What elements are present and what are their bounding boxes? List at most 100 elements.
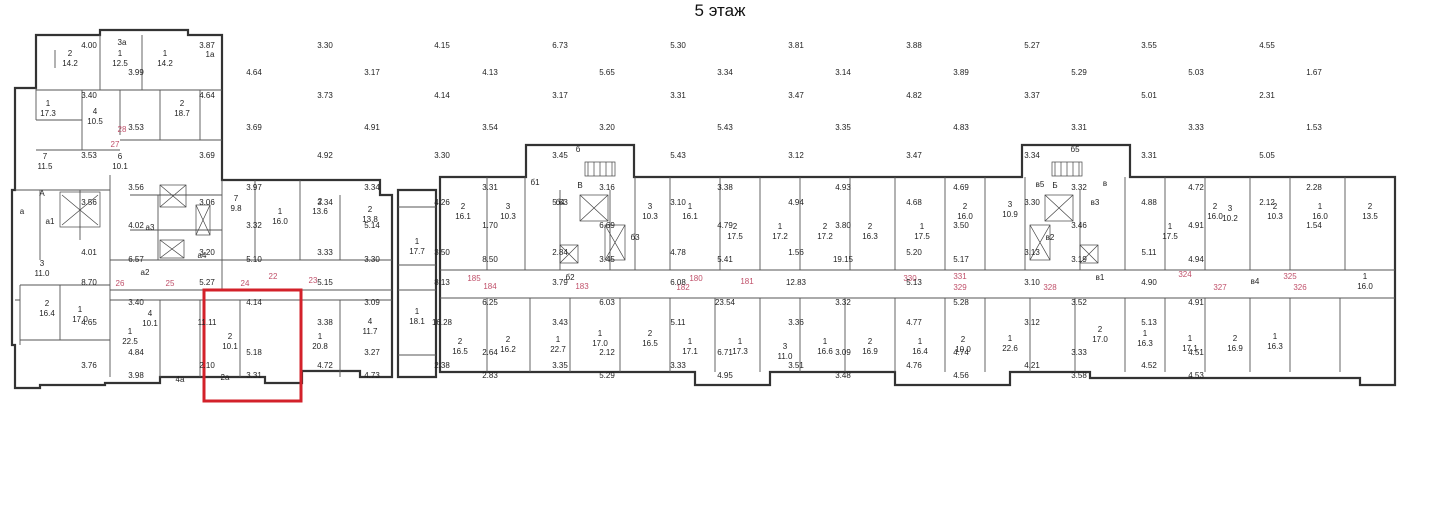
dimension: 3.31	[1141, 151, 1157, 160]
room-number: 3	[1008, 200, 1013, 209]
dimension: 1.67	[1306, 68, 1322, 77]
dimension: 3.40	[128, 298, 144, 307]
dimension: 3.97	[246, 183, 262, 192]
dimension: 3.43	[552, 318, 568, 327]
room-number: 1	[46, 99, 51, 108]
dimension: 3.09	[835, 348, 851, 357]
room-area: 16.1	[682, 212, 698, 221]
dimension: 3.17	[364, 68, 380, 77]
room-area: 22.5	[122, 337, 138, 346]
dimension: 3.10	[1024, 278, 1040, 287]
dimension: 11.11	[198, 318, 217, 327]
left-wing	[10, 28, 394, 390]
room-area: 16.4	[39, 309, 55, 318]
dimension: 3.50	[434, 248, 450, 257]
dimension: 3.17	[552, 91, 568, 100]
dimension: 3.98	[128, 371, 144, 380]
dimension: 1.53	[1306, 123, 1322, 132]
room-area: 16.1	[455, 212, 471, 221]
dimension: 4.93	[835, 183, 851, 192]
dimension: 5.11	[1142, 248, 1158, 257]
letter-label: в2	[1046, 233, 1055, 242]
dimension: 12.83	[786, 278, 807, 287]
dimension: 4.72	[317, 361, 333, 370]
room-number: 1	[278, 207, 283, 216]
dimension: 1.70	[482, 221, 498, 230]
dimension: 3.56	[81, 198, 97, 207]
letter-label: а2	[141, 268, 150, 277]
connector	[396, 188, 438, 379]
room-number: 3	[783, 342, 788, 351]
letter-label: а4	[198, 251, 207, 260]
letter-label: Б	[1052, 181, 1057, 190]
room-number: 3	[40, 259, 45, 268]
dimension: 23.54	[715, 298, 736, 307]
dimension: 4.76	[906, 361, 922, 370]
dimension: 3.50	[953, 221, 969, 230]
dimension: 3.45	[552, 151, 568, 160]
letter-label: б1	[530, 178, 540, 187]
room-number: 2	[68, 49, 73, 58]
dimension: 16.28	[432, 318, 453, 327]
dimension: 5.30	[670, 41, 686, 50]
room-area: 17.3	[40, 109, 56, 118]
dimension: 4.55	[1259, 41, 1275, 50]
letter-label: 3а	[118, 38, 127, 47]
room-area: 10.1	[222, 342, 238, 351]
room-area: 11.0	[778, 352, 794, 361]
axis-number: 183	[575, 282, 589, 291]
room-number: 2	[868, 337, 873, 346]
dimension: 3.06	[199, 198, 215, 207]
dimension: 3.19	[1071, 255, 1087, 264]
dimension: 3.31	[1071, 123, 1087, 132]
room-area: 18.7	[174, 109, 190, 118]
dimension: 3.32	[246, 221, 262, 230]
axis-number: 324	[1178, 270, 1192, 279]
dimension: 3.58	[1071, 371, 1087, 380]
dimension: 4.51	[1188, 348, 1204, 357]
axis-number: 330	[903, 274, 917, 283]
axis-number: 28	[118, 125, 127, 134]
dimension: 3.20	[199, 248, 215, 257]
dimension: 3.87	[199, 41, 215, 50]
room-number: 2	[318, 197, 323, 206]
dimension: 3.12	[788, 151, 804, 160]
letter-label: б4	[555, 198, 565, 207]
room-number: 1	[128, 327, 133, 336]
dimension: 5.03	[1188, 68, 1204, 77]
axis-number: 26	[116, 279, 125, 288]
axis-number: 24	[241, 279, 250, 288]
room-number: 2	[228, 332, 233, 341]
dimension: 5.10	[246, 255, 262, 264]
dimension: 2.38	[434, 361, 450, 370]
dimension: 3.13	[1024, 248, 1040, 257]
axis-number: 23	[309, 276, 318, 285]
dimension: 3.30	[364, 255, 380, 264]
room-area: 16.2	[500, 345, 516, 354]
dimension: 3.35	[552, 361, 568, 370]
room-area: 17.5	[1162, 232, 1178, 241]
room-number: 2	[648, 329, 653, 338]
dimension: 2.84	[552, 248, 568, 257]
dimension: 3.33	[317, 248, 333, 257]
room-number: 4	[93, 107, 98, 116]
room-area: 20.8	[312, 342, 328, 351]
dimension: 3.69	[246, 123, 262, 132]
highlighted-apartment	[202, 288, 303, 403]
axis-number: 185	[467, 274, 481, 283]
axis-number: 326	[1293, 283, 1307, 292]
room-number: 1	[78, 305, 83, 314]
dimension: 4.77	[906, 318, 922, 327]
dimension: 5.18	[246, 348, 262, 357]
dimension: 4.14	[434, 91, 450, 100]
dimension: 6.03	[599, 298, 615, 307]
room-number: 2	[868, 222, 873, 231]
room-area: 10.2	[1222, 214, 1238, 223]
dimension: 4.64	[199, 91, 215, 100]
axis-number: 182	[676, 283, 690, 292]
dimension: 2.10	[199, 361, 215, 370]
letter-label: а1	[46, 217, 55, 226]
dimension: 2.83	[482, 371, 498, 380]
room-number: 1	[1318, 202, 1323, 211]
room-number: 2	[1273, 202, 1278, 211]
